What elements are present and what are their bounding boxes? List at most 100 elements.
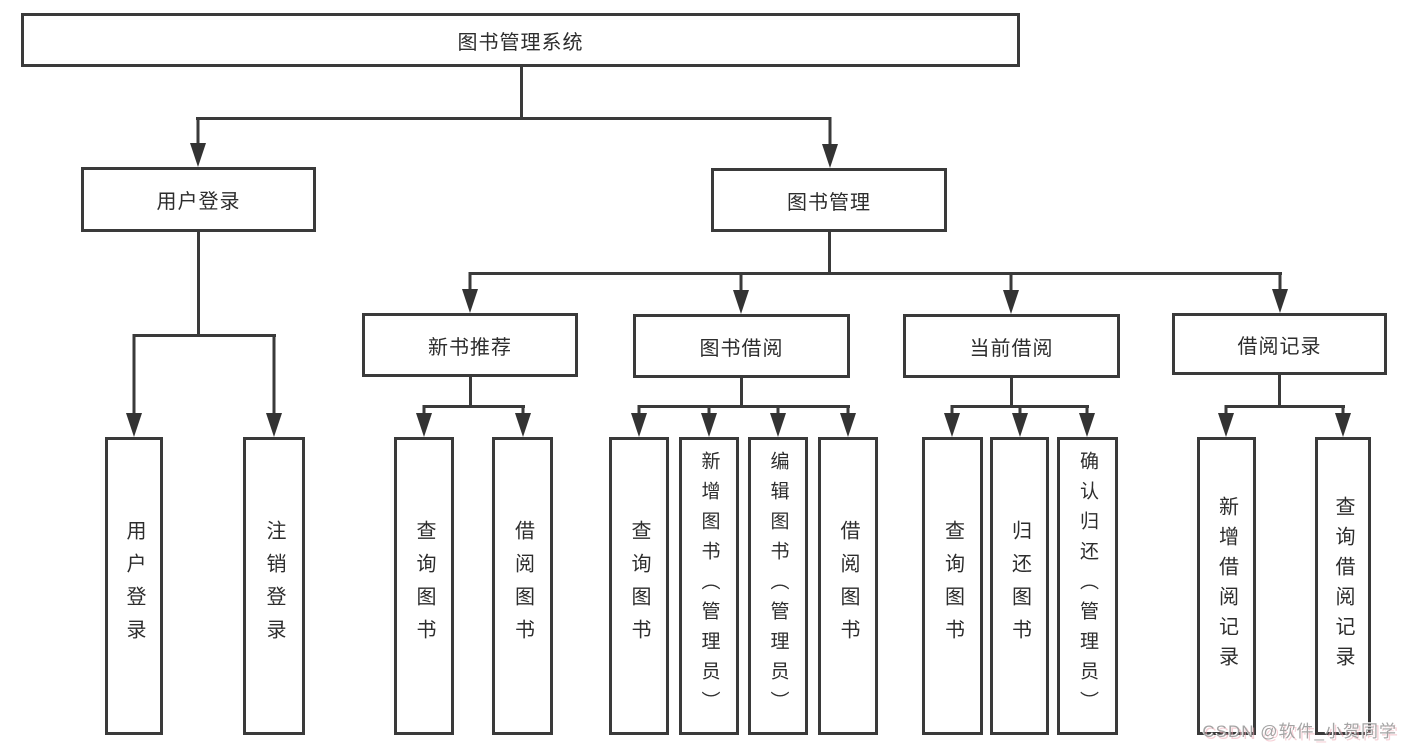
arrow-head-icon: [416, 413, 432, 437]
connector-arrow-to-book-borrow: [733, 272, 749, 314]
arrow-head-icon: [821, 144, 838, 168]
connector-arrow-to-leaf-return-book: [1012, 405, 1028, 437]
connector-stem-root: [519, 65, 523, 120]
connector-stem-borrow-records: [1278, 373, 1281, 408]
node-user-login: 用户登录: [81, 167, 316, 232]
leaf-query-books-borrow-label: 查询图书: [628, 520, 650, 652]
node-borrow-records-label: 借阅记录: [1237, 335, 1322, 358]
arrow-shaft: [422, 405, 426, 417]
connector-branch-user-login: [132, 334, 276, 337]
node-current-borrow-label: 当前借阅: [969, 337, 1054, 360]
leaf-logout: 注销登录: [243, 437, 305, 735]
connector-arrow-to-book-management: [821, 117, 838, 168]
arrow-head-icon: [1218, 413, 1234, 437]
connector-arrow-to-leaf-user-login: [126, 334, 142, 437]
node-book-management: 图书管理: [711, 168, 947, 232]
arrow-shaft: [196, 117, 199, 147]
arrow-head-icon: [515, 413, 531, 437]
arrow-shaft: [776, 405, 780, 417]
leaf-query-books-recommend: 查询图书: [394, 437, 454, 735]
connector-arrow-to-leaf-borrow-books: [840, 405, 856, 437]
connector-arrow-to-leaf-query-borrow-record: [1335, 405, 1351, 437]
node-current-borrow: 当前借阅: [903, 314, 1120, 378]
leaf-confirm-return-admin-label: 确认归还（管理员）: [1077, 451, 1098, 721]
connector-branch-root: [196, 117, 831, 120]
connector-arrow-to-leaf-add-borrow-record: [1218, 405, 1234, 437]
arrow-head-icon: [462, 289, 478, 313]
leaf-add-book-admin: 新增图书（管理员）: [679, 437, 739, 735]
node-new-book-recommend: 新书推荐: [362, 313, 578, 377]
leaf-query-books-recommend-label: 查询图书: [413, 520, 435, 652]
connector-arrow-to-leaf-query-books-recommend: [416, 405, 432, 437]
arrow-shaft: [828, 117, 831, 148]
node-new-book-recommend-label: 新书推荐: [428, 336, 512, 359]
leaf-query-books-borrow: 查询图书: [609, 437, 669, 735]
arrow-shaft: [846, 405, 850, 417]
arrow-head-icon: [1003, 290, 1019, 314]
leaf-logout-label: 注销登录: [263, 520, 285, 652]
leaf-edit-book-admin-label: 编辑图书（管理员）: [767, 451, 789, 721]
node-borrow-records: 借阅记录: [1172, 313, 1387, 375]
leaf-borrow-books-recommend: 借阅图书: [492, 437, 553, 735]
leaf-borrow-books-label: 借阅图书: [837, 520, 859, 652]
arrow-shaft: [468, 272, 472, 293]
node-book-borrow: 图书借阅: [633, 314, 850, 378]
arrow-shaft: [1341, 405, 1345, 417]
arrow-head-icon: [1079, 413, 1095, 437]
arrow-head-icon: [1272, 289, 1288, 313]
connector-stem-book-management: [827, 230, 831, 275]
arrow-head-icon: [840, 413, 856, 437]
connector-branch-book-borrow: [637, 405, 850, 408]
connector-arrow-to-new-book-recommend: [462, 272, 478, 313]
arrow-head-icon: [1012, 413, 1028, 437]
connector-arrow-to-leaf-query-books-current: [944, 405, 960, 437]
connector-stem-book-borrow: [740, 376, 743, 408]
leaf-confirm-return-admin: 确认归还（管理员）: [1057, 437, 1118, 735]
arrow-head-icon: [189, 143, 206, 167]
connector-arrow-to-leaf-query-books-borrow: [631, 405, 647, 437]
connector-branch-new-book-recommend: [422, 405, 525, 408]
connector-arrow-to-leaf-confirm-return-admin: [1079, 405, 1095, 437]
leaf-add-borrow-record: 新增借阅记录: [1197, 437, 1256, 735]
arrow-head-icon: [770, 413, 786, 437]
arrow-shaft: [707, 405, 711, 417]
leaf-return-book: 归还图书: [990, 437, 1049, 735]
node-book-management-label: 图书管理: [787, 191, 871, 214]
connector-branch-book-management: [468, 272, 1282, 275]
connector-branch-borrow-records: [1224, 405, 1345, 408]
leaf-add-book-admin-label: 新增图书（管理员）: [698, 451, 720, 721]
csdn-watermark: CSDN @软件_小贺同学: [1202, 722, 1397, 741]
arrow-shaft: [739, 272, 743, 294]
node-root: 图书管理系统: [21, 13, 1020, 67]
arrow-head-icon: [1335, 413, 1351, 437]
connector-stem-user-login: [196, 230, 200, 337]
arrow-head-icon: [944, 413, 960, 437]
arrow-head-icon: [733, 290, 749, 314]
arrow-head-icon: [631, 413, 647, 437]
leaf-query-books-current-label: 查询图书: [941, 520, 964, 652]
arrow-shaft: [1224, 405, 1228, 417]
arrow-shaft: [521, 405, 525, 417]
arrow-shaft: [637, 405, 641, 417]
arrow-head-icon: [126, 413, 142, 437]
arrow-shaft: [1009, 272, 1013, 294]
arrow-shaft: [1085, 405, 1089, 417]
leaf-query-borrow-record: 查询借阅记录: [1315, 437, 1371, 735]
leaf-query-books-current: 查询图书: [922, 437, 983, 735]
connector-arrow-to-leaf-add-book-admin: [701, 405, 717, 437]
connector-stem-current-borrow: [1010, 376, 1013, 408]
arrow-shaft: [1018, 405, 1022, 417]
connector-arrow-to-current-borrow: [1003, 272, 1019, 314]
leaf-borrow-books-recommend-label: 借阅图书: [511, 520, 534, 652]
connector-arrow-to-leaf-logout: [266, 334, 282, 437]
connector-arrow-to-leaf-edit-book-admin: [770, 405, 786, 437]
node-book-borrow-label: 图书借阅: [699, 337, 784, 360]
leaf-user-login-label: 用户登录: [123, 520, 145, 652]
arrow-shaft: [132, 334, 136, 417]
node-user-login-label: 用户登录: [156, 191, 241, 213]
connector-stem-new-book-recommend: [468, 375, 472, 408]
connector-arrow-to-user-login: [189, 117, 206, 167]
arrow-head-icon: [701, 413, 717, 437]
leaf-return-book-label: 归还图书: [1008, 520, 1031, 652]
